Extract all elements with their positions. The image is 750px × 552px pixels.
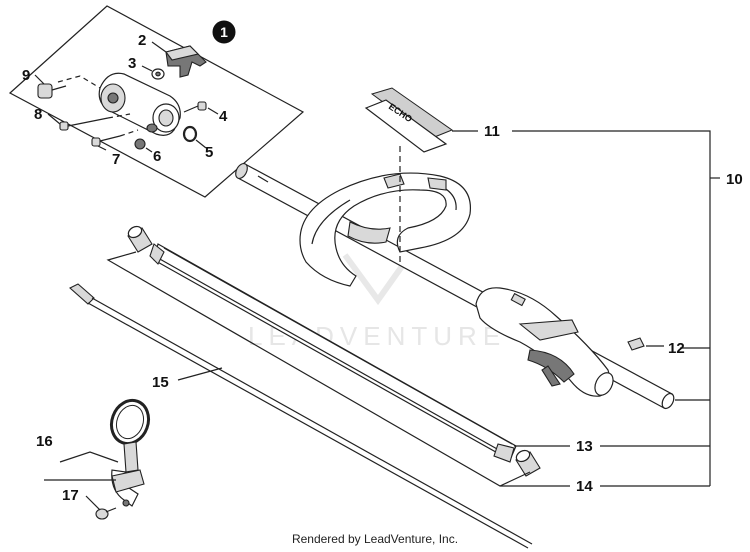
footer-credit: Rendered by LeadVenture, Inc. bbox=[291, 532, 459, 546]
callout-14[interactable]: 14 bbox=[576, 478, 593, 495]
part-4-screw[interactable] bbox=[183, 101, 207, 113]
part-14-bushing-top[interactable] bbox=[126, 224, 153, 253]
leader-lines bbox=[44, 130, 720, 511]
callout-12[interactable]: 12 bbox=[668, 340, 685, 357]
part-11-decal[interactable]: ECHO bbox=[364, 87, 454, 153]
callout-4[interactable]: 4 bbox=[219, 108, 228, 125]
part-8-screw[interactable] bbox=[59, 117, 109, 131]
part-16-hanger-clamp[interactable] bbox=[106, 395, 155, 507]
callout-13[interactable]: 13 bbox=[576, 438, 593, 455]
callout-15[interactable]: 15 bbox=[152, 374, 169, 391]
part-3-washer[interactable] bbox=[151, 68, 165, 80]
handle-loop[interactable] bbox=[299, 172, 472, 287]
part-15-inner-shaft[interactable] bbox=[69, 283, 533, 549]
callout-9[interactable]: 9 bbox=[22, 67, 30, 84]
throttle-handle[interactable] bbox=[475, 287, 617, 399]
callout-10[interactable]: 10 bbox=[726, 171, 743, 188]
part-17-screw[interactable] bbox=[95, 507, 117, 520]
part-12-clip[interactable] bbox=[627, 337, 645, 351]
callout-3[interactable]: 3 bbox=[128, 55, 136, 72]
callout-11[interactable]: 11 bbox=[484, 123, 500, 140]
callout-16[interactable]: 16 bbox=[36, 433, 53, 450]
part-5-oring[interactable] bbox=[182, 125, 198, 143]
part-7-screw[interactable] bbox=[91, 135, 121, 147]
callout-17[interactable]: 17 bbox=[62, 487, 79, 504]
part-13-shaft-housing[interactable] bbox=[149, 243, 517, 463]
callout-7[interactable]: 7 bbox=[112, 151, 120, 168]
assembly-badge-label: 1 bbox=[220, 24, 228, 40]
callout-labels: 2 3 4 5 6 7 8 9 10 11 12 13 14 15 16 17 bbox=[22, 32, 743, 504]
joint-housing[interactable] bbox=[98, 72, 181, 136]
part-2-knob[interactable] bbox=[165, 45, 207, 78]
callout-6[interactable]: 6 bbox=[153, 148, 161, 165]
assembly-badge[interactable]: 1 bbox=[212, 20, 236, 44]
part-6-nut[interactable] bbox=[134, 138, 146, 150]
callout-8[interactable]: 8 bbox=[34, 106, 42, 123]
part-14-bushing-bottom[interactable] bbox=[514, 448, 541, 477]
callout-2[interactable]: 2 bbox=[138, 32, 146, 49]
part-9-bolt[interactable] bbox=[37, 83, 67, 99]
watermark: LEADVENTURE bbox=[248, 253, 500, 351]
callout-5[interactable]: 5 bbox=[205, 144, 213, 161]
